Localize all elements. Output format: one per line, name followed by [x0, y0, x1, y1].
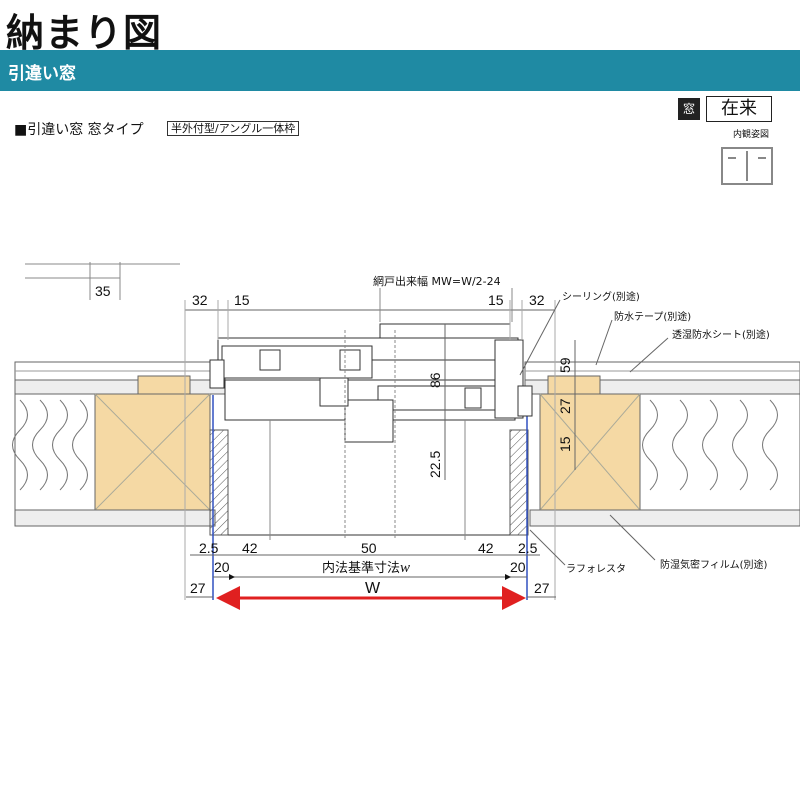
dim-86: 86 [427, 372, 443, 388]
window-type-heading: ■引違い窓 窓タイプ [14, 122, 144, 138]
label-breathable-sheet: 透湿防水シート(別途) [672, 328, 770, 341]
dim-bottom-right-2-5: 2.5 [518, 540, 538, 556]
label-vapor-film: 防湿気密フィルム(別途) [660, 558, 768, 571]
construction-badge: 在来 [706, 96, 772, 122]
dim-inner-standard: 内法基準寸法w [322, 560, 410, 576]
dim-bottom-left-2-5: 2.5 [199, 540, 219, 556]
dim-screen-width: 網戸出来幅 MW=W/2-24 [373, 274, 501, 288]
view-label: 内観姿図 [733, 130, 770, 140]
dim-59: 59 [557, 357, 573, 373]
dim-right-32: 32 [529, 292, 545, 308]
dim-left-20: 20 [214, 559, 230, 575]
dim-left-15: 15 [234, 292, 250, 308]
dim-width-W: W [365, 580, 381, 597]
dim-27-vertical: 27 [557, 398, 573, 414]
window-badge: 窓 [678, 98, 700, 120]
label-lath: ラフォレスタ [566, 563, 626, 575]
page-title: 納まり図 [6, 11, 163, 55]
dim-left-32: 32 [192, 292, 208, 308]
dim-right-15: 15 [488, 292, 504, 308]
window-elevation-icon [721, 147, 773, 185]
dim-right-27: 27 [534, 580, 550, 596]
label-waterproof-tape: 防水テープ(別途) [614, 310, 691, 323]
section-bar: 引違い窓 [0, 50, 800, 91]
dim-bottom-left-42: 42 [242, 540, 258, 556]
dim-left-27: 27 [190, 580, 206, 596]
frame-type-tag: 半外付型/アングル一体枠 [167, 121, 300, 136]
dim-35: 35 [95, 283, 111, 299]
dim-right-20: 20 [510, 559, 526, 575]
dim-bottom-center-50: 50 [361, 540, 377, 556]
label-sealing: シーリング(別途) [562, 290, 640, 303]
dim-22-5: 22.5 [427, 451, 443, 478]
dim-15-vertical: 15 [557, 436, 573, 452]
section-bar-label: 引違い窓 [8, 64, 76, 84]
dim-bottom-right-42: 42 [478, 540, 494, 556]
